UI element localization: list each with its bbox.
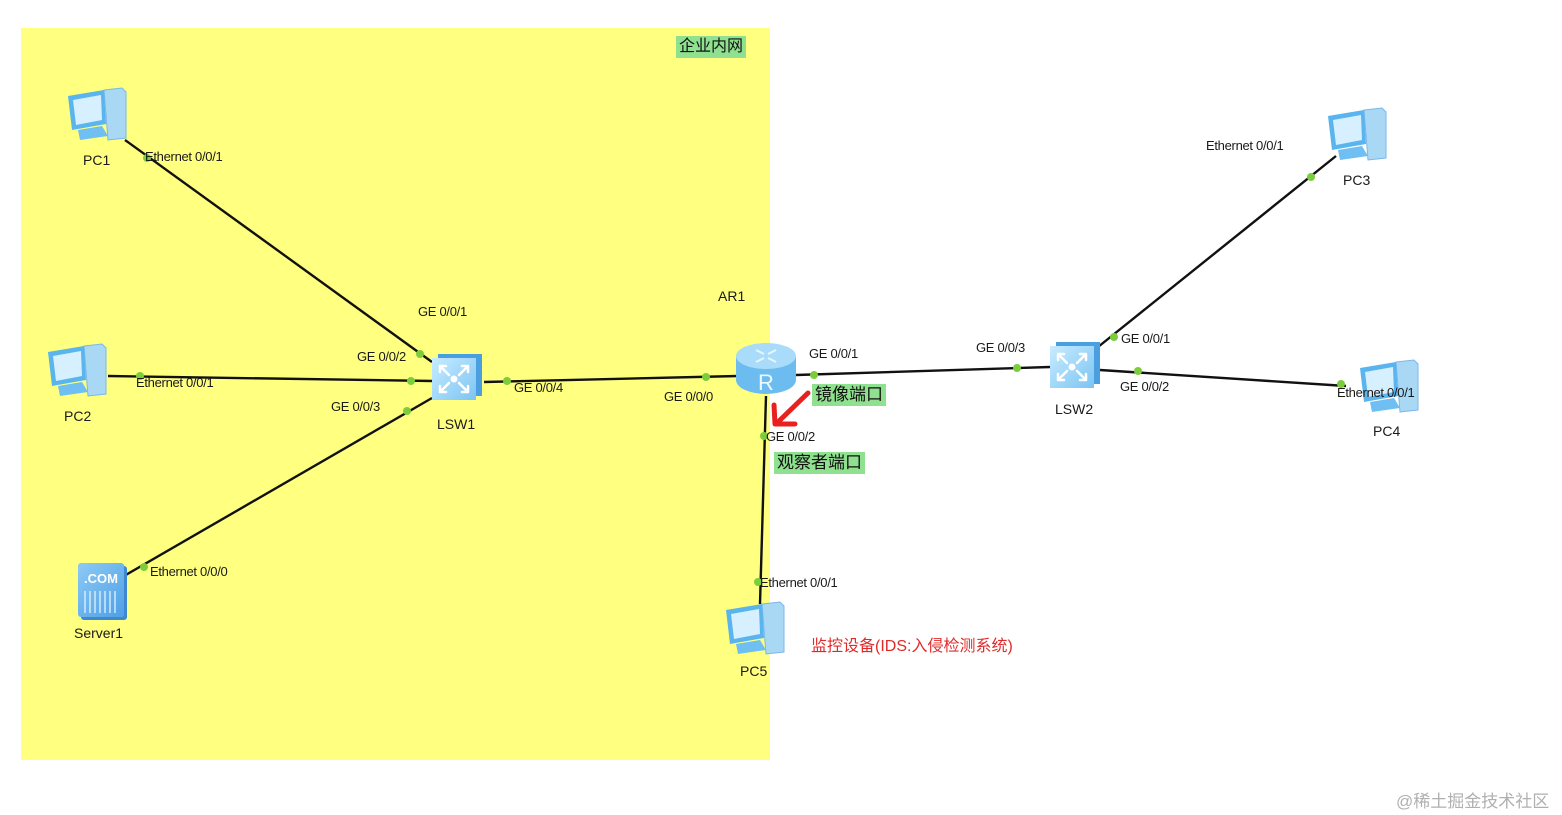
port-label-lsw1-ge4: GE 0/0/4	[514, 380, 563, 395]
red-arrow	[771, 390, 811, 427]
server1-icon[interactable]: .COM	[78, 563, 124, 617]
link-lsw1-ar1	[483, 374, 739, 384]
zone-label: 企业内网	[676, 36, 747, 58]
switch-arrows-icon	[1056, 352, 1088, 382]
port-label-lsw1-ge2: GE 0/0/2	[357, 349, 406, 364]
server1-icon-text: .COM	[84, 571, 118, 586]
link-ar1-lsw2	[795, 365, 1051, 377]
pc4-label: PC4	[1373, 423, 1401, 439]
port-dot	[1307, 173, 1315, 181]
port-label-pc1-eth: Ethernet 0/0/1	[145, 149, 223, 164]
router-r-glyph: R	[758, 370, 774, 395]
server1-label: Server1	[74, 625, 124, 641]
watermark: @稀土掘金技术社区	[1396, 792, 1550, 811]
lsw1-label: LSW1	[437, 416, 476, 432]
lsw2-label: LSW2	[1055, 401, 1094, 417]
port-label-lsw1-ge3: GE 0/0/3	[331, 399, 380, 414]
enterprise-intranet-zone	[21, 28, 770, 760]
port-dot	[143, 154, 151, 162]
port-dot	[810, 371, 818, 379]
port-dot	[136, 372, 144, 380]
port-label-lsw2-ge3: GE 0/0/3	[976, 340, 1025, 355]
port-dot	[760, 432, 768, 440]
pc4-computer-icon[interactable]	[1356, 356, 1424, 416]
server1-icon-grille	[84, 591, 118, 613]
port-label-ar1-ge2: GE 0/0/2	[766, 429, 815, 444]
port-dot	[1337, 380, 1345, 388]
port-dot	[503, 377, 511, 385]
port-label-ar1-ge1: GE 0/0/1	[809, 346, 858, 361]
port-label-pc5-eth: Ethernet 0/0/1	[760, 575, 838, 590]
pc1-computer-icon[interactable]	[64, 84, 132, 144]
port-dot	[702, 373, 710, 381]
link-server1-lsw1	[123, 396, 433, 578]
port-label-pc3-eth: Ethernet 0/0/1	[1206, 138, 1284, 153]
port-dot	[403, 407, 411, 415]
pc3-computer-icon[interactable]	[1324, 104, 1392, 164]
monitor-device-note: 监控设备(IDS:入侵检测系统)	[811, 638, 1013, 655]
pc5-computer-icon[interactable]	[722, 598, 790, 658]
ar1-router-icon[interactable]: R	[734, 340, 798, 398]
observer-port-tag: 观察者端口	[774, 452, 865, 474]
pc3-label: PC3	[1343, 172, 1371, 188]
port-dot	[1134, 367, 1142, 375]
link-lsw2-pc3	[1097, 155, 1337, 348]
link-ar1-pc5	[758, 395, 768, 605]
pc2-label: PC2	[64, 408, 92, 424]
port-dot	[140, 563, 148, 571]
pc2-computer-icon[interactable]	[44, 340, 112, 400]
mirror-port-tag: 镜像端口	[812, 384, 886, 406]
port-label-server1-eth: Ethernet 0/0/0	[150, 564, 228, 579]
port-label-lsw2-ge2: GE 0/0/2	[1120, 379, 1169, 394]
link-pc2-lsw1	[107, 374, 433, 383]
port-dot	[1013, 364, 1021, 372]
lsw1-switch-icon[interactable]	[432, 358, 476, 400]
port-label-pc2-eth: Ethernet 0/0/1	[136, 375, 214, 390]
ar1-label: AR1	[718, 288, 746, 304]
port-dot	[1110, 333, 1118, 341]
switch-arrows-icon	[438, 364, 470, 394]
port-label-lsw2-ge1: GE 0/0/1	[1121, 331, 1170, 346]
port-dot	[407, 377, 415, 385]
pc1-label: PC1	[83, 152, 111, 168]
port-dot	[754, 578, 762, 586]
link-pc1-lsw1	[124, 139, 433, 363]
port-label-lsw1-ge1: GE 0/0/1	[418, 304, 467, 319]
port-label-pc4-eth: Ethernet 0/0/1	[1337, 385, 1415, 400]
pc5-label: PC5	[740, 663, 768, 679]
port-label-ar1-ge0: GE 0/0/0	[664, 389, 713, 404]
lsw2-switch-icon[interactable]	[1050, 346, 1094, 388]
port-dot	[416, 350, 424, 358]
